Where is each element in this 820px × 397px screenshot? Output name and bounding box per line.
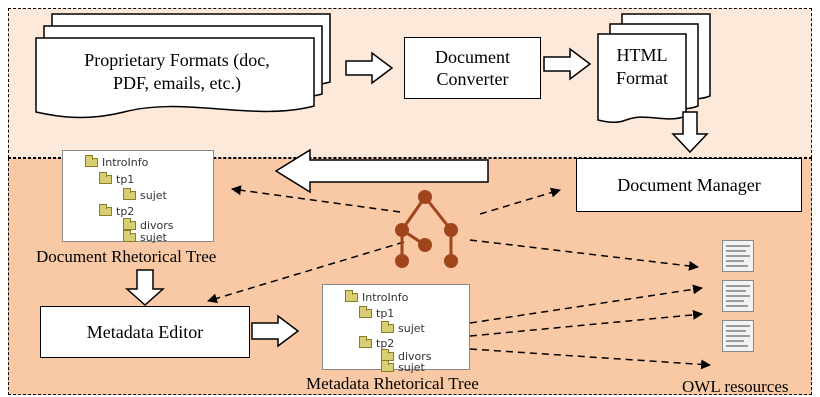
tree-item-tp2: tp2: [99, 204, 134, 218]
document-rhetorical-tree-image: IntroInfo tp1 sujet tp2 divors sujet: [62, 150, 214, 244]
tree-item-tp1-child: sujet: [123, 188, 167, 202]
metadata-editor-label: Metadata Editor: [86, 321, 204, 342]
tree-item-tp2-child1: divors: [123, 218, 174, 232]
tree-item-tp1-child: sujet: [381, 321, 425, 335]
tree-item-tp1: tp1: [359, 306, 394, 320]
folder-icon: [99, 204, 112, 216]
document-manager-label: Document Manager: [617, 174, 761, 195]
document-converter-line1: Document: [435, 46, 510, 67]
owl-document-icon: [722, 280, 754, 312]
tree-item-tp2-child2: sujet: [123, 230, 167, 244]
metadata-rhetorical-tree-image: IntroInfo tp1 sujet tp2 divors sujet: [322, 284, 470, 374]
html-format-label: HTML Format: [600, 44, 684, 89]
owl-document-icon: [722, 320, 754, 352]
folder-icon: [85, 155, 98, 167]
arrow-editor-to-metadata: [251, 314, 300, 348]
document-manager-box: Document Manager: [576, 158, 802, 212]
html-format-line1: HTML: [616, 45, 668, 65]
html-format-doc-stack: [597, 13, 711, 124]
tree-item-tp2-child2: sujet: [381, 360, 425, 374]
arrow-formats-to-converter: [345, 51, 394, 85]
proprietary-formats-line1: Proprietary Formats (doc,: [84, 50, 270, 70]
owl-resources-caption: OWL resources: [682, 377, 789, 396]
tree-hierarchy-icon: [395, 190, 458, 268]
arrow-html-to-manager: [671, 111, 709, 154]
proprietary-formats-line2: PDF, emails, etc.): [112, 72, 242, 93]
folder-icon: [123, 188, 136, 200]
proprietary-formats-label: Proprietary Formats (doc, PDF, emails, e…: [42, 49, 312, 94]
proprietary-formats-doc-stack: [35, 13, 331, 119]
dashed-connectors: [207, 185, 711, 370]
html-format-line2: Format: [616, 67, 668, 88]
folder-icon: [381, 321, 394, 333]
document-converter-box: Document Converter: [404, 37, 541, 99]
tree-item-root: IntroInfo: [345, 290, 408, 304]
tree-item-tp2: tp2: [359, 336, 394, 350]
folder-icon: [359, 306, 372, 318]
document-rhetorical-tree-caption: Document Rhetorical Tree: [36, 247, 217, 266]
folder-icon: [123, 230, 136, 242]
arrow-manager-to-tree: [274, 148, 489, 194]
folder-icon: [381, 360, 394, 372]
tree-item-tp2-child1: divors: [381, 349, 432, 363]
folder-icon: [359, 336, 372, 348]
arrow-converter-to-html: [543, 47, 592, 81]
folder-icon: [99, 172, 112, 184]
tree-item-root: IntroInfo: [85, 155, 148, 169]
folder-icon: [345, 290, 358, 302]
metadata-editor-box: Metadata Editor: [40, 306, 250, 358]
metadata-rhetorical-tree-caption: Metadata Rhetorical Tree: [306, 374, 479, 393]
folder-icon: [123, 218, 136, 230]
tree-item-tp1: tp1: [99, 172, 134, 186]
arrow-tree-to-editor: [125, 269, 165, 307]
owl-document-icon: [722, 240, 754, 272]
document-converter-line2: Converter: [436, 69, 509, 89]
